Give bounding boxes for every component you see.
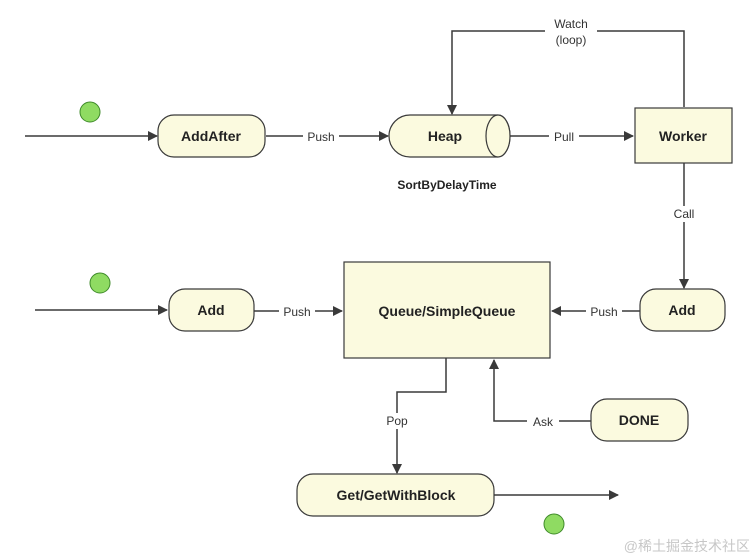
node-worker	[634, 107, 733, 164]
node-label-done: DONE	[619, 412, 659, 428]
node-label-queue: Queue/SimpleQueue	[379, 303, 516, 319]
node-label-worker: Worker	[659, 128, 708, 144]
edge-label-push-left: Push	[283, 305, 310, 319]
node-label-get: Get/GetWithBlock	[337, 487, 456, 503]
note-sort-by-delay-time: SortByDelayTime	[397, 178, 496, 192]
edge-label-pull: Pull	[554, 130, 574, 144]
edge-label-watch-loop: (loop)	[556, 33, 587, 47]
edge-label-pop: Pop	[386, 414, 408, 428]
node-label-heap: Heap	[428, 128, 462, 144]
node-heap-cap	[485, 114, 511, 158]
edge-label-push-right: Push	[590, 305, 617, 319]
watermark-text: @稀土掘金技术社区	[624, 538, 750, 554]
status-dot-middle	[89, 272, 111, 294]
node-add-right	[639, 288, 726, 332]
edge-label-push-top: Push	[307, 130, 334, 144]
status-dot-bottom	[543, 513, 565, 535]
node-get	[296, 473, 495, 517]
node-label-add-right: Add	[668, 302, 695, 318]
node-label-add-left: Add	[197, 302, 224, 318]
node-queue	[343, 261, 551, 359]
node-done	[590, 398, 689, 442]
edge-pop-to-get	[392, 358, 447, 474]
edge-label-watch: Watch	[554, 17, 588, 31]
status-dot-top	[79, 101, 101, 123]
edge-ask-to-queue	[489, 359, 591, 422]
edge-label-call: Call	[674, 207, 695, 221]
edge-label-ask: Ask	[533, 415, 554, 429]
node-label-addafter: AddAfter	[181, 128, 241, 144]
node-add-left	[168, 288, 255, 332]
node-addafter	[157, 114, 266, 158]
